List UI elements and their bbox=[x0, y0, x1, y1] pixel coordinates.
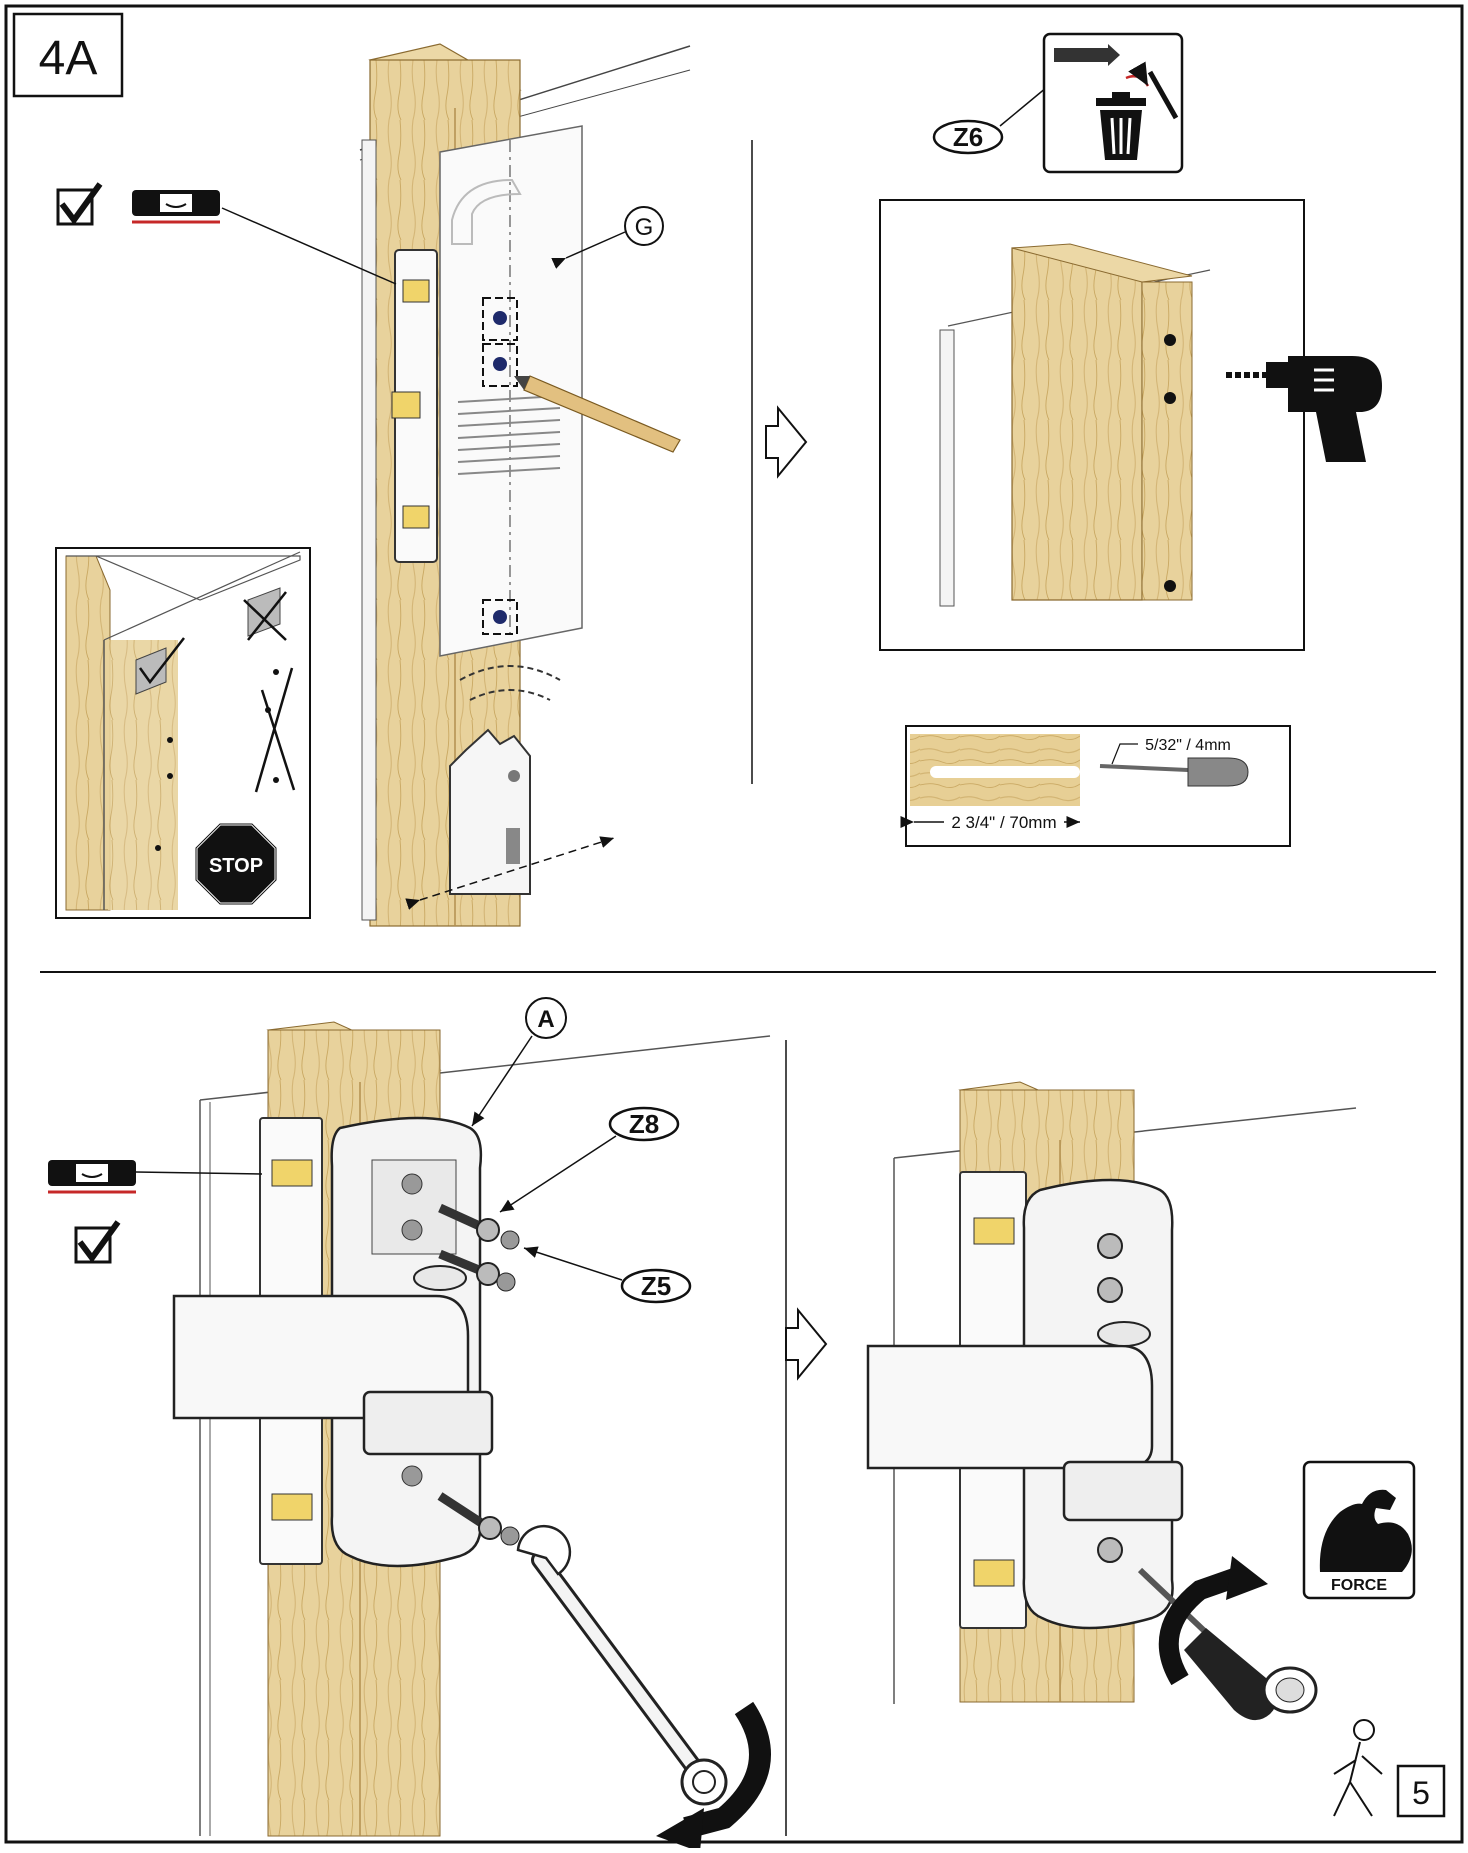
power-drill-icon bbox=[1226, 356, 1382, 462]
drill-spec-box: 2 3/4" / 70mm 5/32" / 4mm bbox=[900, 725, 1291, 847]
force-label: FORCE bbox=[1331, 1577, 1387, 1594]
rotate-arrow-icon bbox=[683, 1701, 771, 1839]
next-step-arrow-bottom bbox=[785, 1307, 828, 1381]
drilling-illustration bbox=[879, 199, 1382, 651]
bracket-mount-illustration bbox=[172, 1021, 771, 1852]
callout-a-group: A bbox=[471, 997, 567, 1127]
stud-template-illustration: G bbox=[221, 43, 691, 927]
page-number: 5 bbox=[1412, 1775, 1430, 1811]
anchors-discard-block: Z6 bbox=[932, 32, 1184, 174]
drill-depth: 2 3/4" / 70mm bbox=[951, 813, 1056, 832]
next-step-arrow-top bbox=[765, 405, 808, 479]
callout-a: A bbox=[537, 1006, 554, 1033]
walking-person-icon bbox=[1333, 1719, 1383, 1817]
callout-z8: Z8 bbox=[629, 1109, 659, 1139]
bubble-level-icon-bottom bbox=[48, 1160, 136, 1194]
stop-sign-icon: STOP bbox=[194, 822, 278, 906]
callout-z8-group: Z8 bbox=[499, 1106, 680, 1213]
force-badge: FORCE bbox=[1302, 1460, 1416, 1600]
drilling-warning-inset: STOP bbox=[55, 547, 311, 919]
step-label: 4A bbox=[39, 32, 98, 85]
callout-g: G bbox=[635, 214, 654, 241]
flexed-arm-icon bbox=[1319, 1489, 1412, 1572]
callout-z6: Z6 bbox=[953, 122, 983, 152]
drill-bit-size: 5/32" / 4mm bbox=[1145, 737, 1231, 754]
wall-anchor-icon bbox=[1054, 48, 1108, 62]
trash-bin-icon bbox=[1096, 92, 1146, 160]
wrench-icon bbox=[516, 1524, 728, 1806]
drill-bit-icon bbox=[1099, 764, 1189, 772]
bubble-level-icon bbox=[132, 190, 220, 224]
tightened-bracket-illustration bbox=[866, 1081, 1357, 1721]
stop-label: STOP bbox=[209, 855, 263, 877]
rotate-arrow-icon-right bbox=[1158, 1566, 1244, 1686]
check-level-bottom bbox=[48, 1160, 263, 1264]
callout-z5-group: Z5 bbox=[523, 1246, 692, 1304]
step-label-box: 4A bbox=[12, 12, 124, 98]
callout-z6-badge bbox=[932, 119, 1004, 155]
check-level-top bbox=[56, 182, 220, 226]
callout-z5: Z5 bbox=[641, 1271, 671, 1301]
page-footer: 5 bbox=[1333, 1719, 1446, 1818]
drilling-template bbox=[439, 125, 583, 657]
pencil-icon bbox=[523, 375, 681, 453]
stud-finder-icon bbox=[449, 728, 531, 895]
check-mark-icon bbox=[59, 182, 103, 226]
